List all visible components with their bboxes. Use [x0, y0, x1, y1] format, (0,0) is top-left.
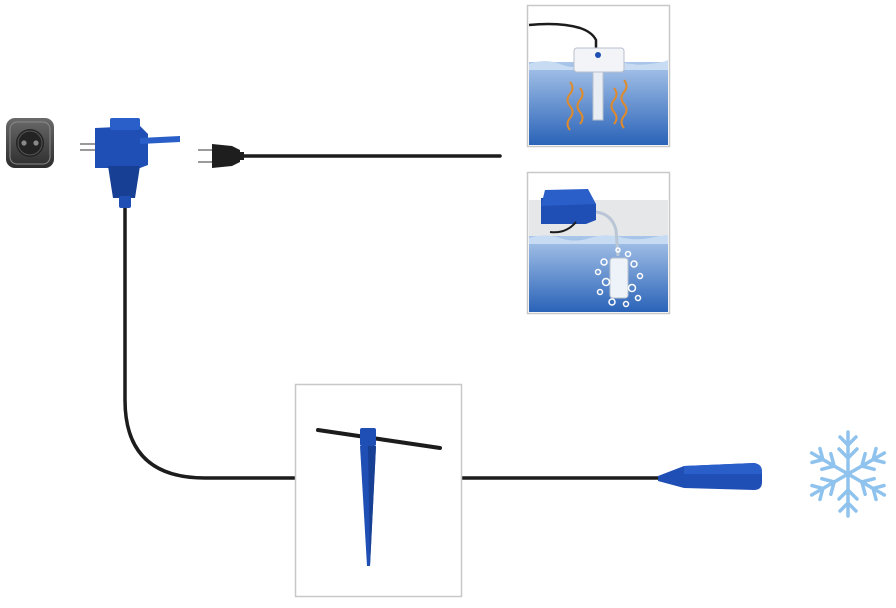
heat-waves	[566, 79, 628, 131]
snowflake-icon	[805, 430, 891, 518]
air-bubbles	[594, 247, 644, 308]
adapter-cable	[123, 203, 297, 480]
air-pump-icon	[526, 171, 671, 315]
power-adapter-icon	[80, 118, 180, 208]
ground-stake-icon	[294, 383, 463, 598]
power-socket-icon	[6, 118, 54, 168]
temperature-sensor-icon	[658, 463, 762, 490]
floating-heater-icon	[526, 4, 671, 148]
two-pin-plug-icon	[198, 144, 244, 168]
cables	[123, 154, 662, 480]
